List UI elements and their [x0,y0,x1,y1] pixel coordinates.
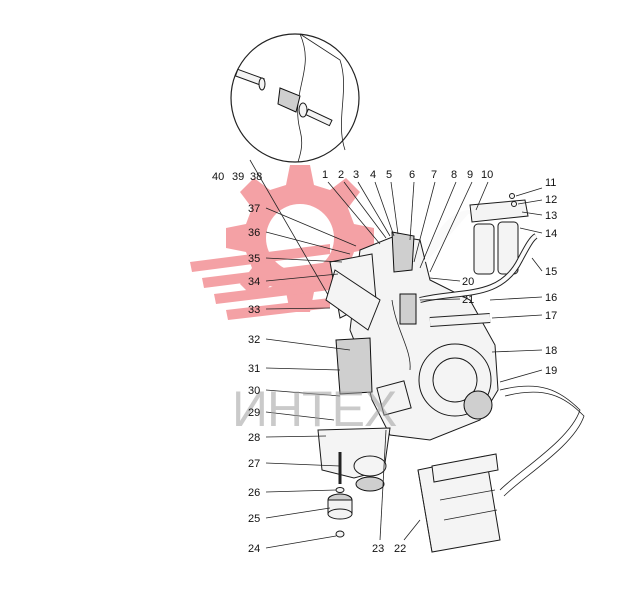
callout-39: 39 [232,171,244,183]
callout-34: 34 [248,276,260,288]
bracket-31 [335,337,373,395]
callout-5: 5 [386,169,392,181]
callout-31: 31 [248,363,260,375]
callout-10: 10 [481,169,493,181]
callout-12: 12 [545,194,557,206]
pulley [463,390,493,420]
washer-38 [298,102,308,118]
filter-assembly [469,193,529,275]
callout-13: 13 [545,210,557,222]
callout-32: 32 [248,334,260,346]
washer-26 [335,487,345,493]
callout-8: 8 [451,169,457,181]
callout-36: 36 [248,227,260,239]
callout-35: 35 [248,253,260,265]
watermark-text: ИНТЕХ [232,381,397,437]
callout-2: 2 [338,169,344,181]
callout-17: 17 [545,310,557,322]
callout-4: 4 [370,169,376,181]
callout-11: 11 [545,177,556,189]
callout-24: 24 [248,543,260,555]
callout-7: 7 [431,169,437,181]
callout-16: 16 [545,292,557,304]
callout-37: 37 [248,203,260,215]
callout-19: 19 [545,365,557,377]
washer-39 [258,77,266,91]
engine-housing [325,231,499,441]
callout-26: 26 [248,487,260,499]
callout-20: 20 [462,276,474,288]
callout-18: 18 [545,345,557,357]
callout-25: 25 [248,513,260,525]
filter-left [473,223,495,275]
callout-27: 27 [248,458,260,470]
callout-3: 3 [353,169,359,181]
callout-33: 33 [248,304,260,316]
callout-29: 29 [248,407,260,419]
nut-24 [335,530,345,538]
valve-block [391,231,415,273]
callout-labels: 40 39 38 1 2 3 4 5 6 7 8 9 10 11 12 13 1… [212,169,557,555]
callout-1: 1 [322,169,328,181]
engine-mount [317,427,391,538]
callout-21: 21 [462,294,474,306]
watermark-logo [190,165,374,320]
callout-38: 38 [250,171,262,183]
callout-23: 23 [372,543,384,555]
callout-9: 9 [467,169,473,181]
callout-28: 28 [248,432,260,444]
callout-22: 22 [394,543,406,555]
callout-40: 40 [212,171,224,183]
callout-6: 6 [409,169,415,181]
detail-magnifier [230,33,360,301]
callout-15: 15 [545,266,557,278]
callout-30: 30 [248,385,260,397]
leader-lines [265,181,543,549]
tank-22 [417,453,501,553]
hoses [391,210,585,497]
callout-14: 14 [545,228,557,240]
